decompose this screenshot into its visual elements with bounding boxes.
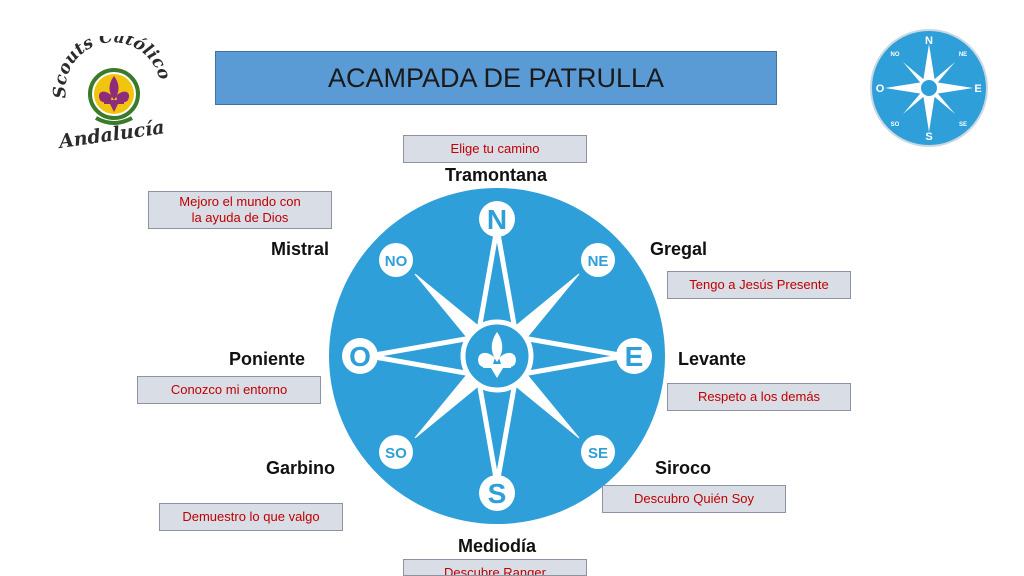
svg-text:SO: SO	[385, 445, 407, 462]
scouts-logo: Scouts Católicos Andalucía	[48, 36, 174, 153]
svg-text:E: E	[625, 341, 644, 372]
svg-text:SE: SE	[959, 122, 967, 128]
motto-east: Respeto a los demás	[667, 383, 851, 411]
svg-text:SE: SE	[588, 445, 608, 462]
motto-north: Elige tu camino	[403, 135, 587, 163]
svg-text:N: N	[487, 204, 507, 235]
svg-text:N: N	[925, 35, 933, 47]
wind-label-south: Mediodía	[458, 536, 537, 556]
wind-label-southeast: Siroco	[655, 458, 712, 478]
wind-label-northwest: Mistral	[271, 239, 330, 259]
motto-northwest: Mejoro el mundo con la ayuda de Dios	[148, 191, 332, 229]
svg-text:O: O	[876, 83, 885, 95]
svg-text:E: E	[974, 83, 981, 95]
wind-label-west: Poniente	[229, 349, 306, 369]
fleur-de-lis-icon	[98, 76, 130, 112]
svg-text:NO: NO	[385, 253, 408, 270]
svg-text:NE: NE	[959, 52, 967, 58]
svg-text:NE: NE	[588, 253, 609, 270]
svg-text:S: S	[925, 131, 932, 143]
main-compass-icon: N S E O NE NO SE SO	[329, 188, 665, 524]
motto-south: Descubre Ranger	[403, 559, 587, 576]
motto-southeast: Descubro Quién Soy	[602, 485, 786, 513]
wind-label-east: Levante	[678, 349, 747, 369]
wind-label-southwest: Garbino	[266, 458, 336, 478]
wind-label-north: Tramontana	[445, 165, 548, 185]
svg-text:S: S	[488, 478, 507, 509]
motto-west: Conozco mi entorno	[137, 376, 321, 404]
motto-southwest: Demuestro lo que valgo	[159, 503, 343, 531]
wind-label-northeast: Gregal	[650, 239, 708, 259]
motto-northeast: Tengo a Jesús Presente	[667, 271, 851, 299]
svg-text:SO: SO	[891, 122, 900, 128]
page-title: ACAMPADA DE PATRULLA	[215, 51, 777, 105]
fleur-de-lis-icon	[478, 332, 516, 378]
small-compass-icon: N S E O NE NO SE SO	[870, 29, 988, 147]
svg-text:O: O	[349, 341, 371, 372]
svg-text:NO: NO	[891, 52, 900, 58]
